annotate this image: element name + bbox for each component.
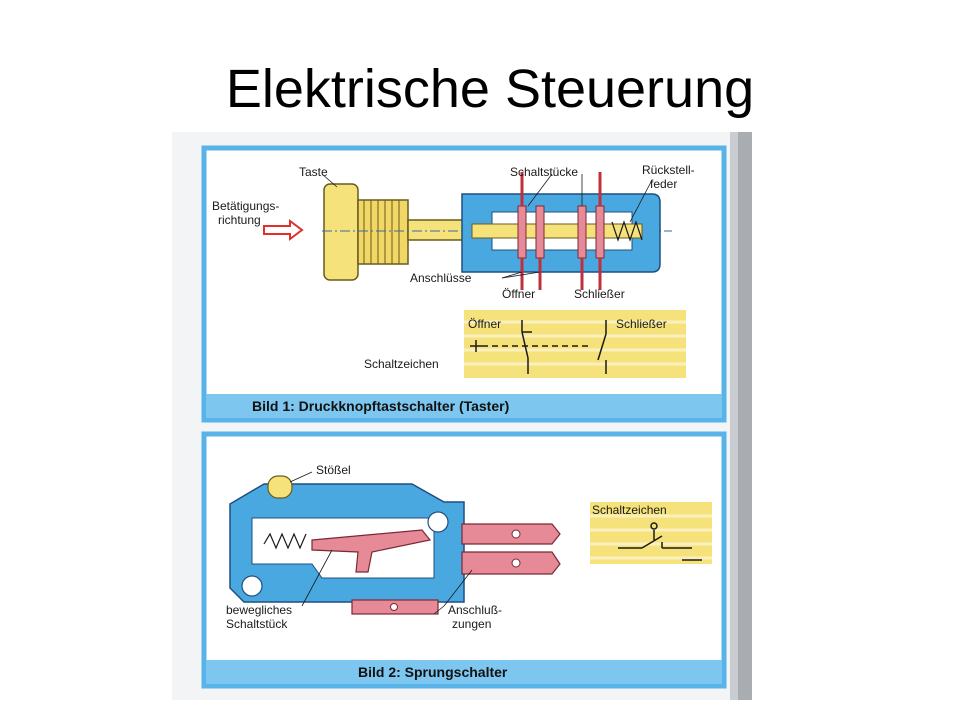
moving-contact xyxy=(311,529,432,573)
label-schaltzeichen-2: Schaltzeichen xyxy=(592,503,667,517)
figure-2: Bild 2: Sprungschalter xyxy=(201,431,727,689)
figure-2-caption-bar xyxy=(206,660,722,684)
label-anschluesse: Anschlüsse xyxy=(410,271,472,285)
label-schaltzeichen-1: Schaltzeichen xyxy=(364,357,439,371)
figure-1-caption-bar xyxy=(206,394,722,418)
symbol-label-oeffner: Öffner xyxy=(468,317,501,331)
label-beweglich-1: bewegliches xyxy=(226,603,292,617)
figure-1-caption: Bild 1: Druckknopftastschalter (Taster) xyxy=(252,398,509,414)
symbol-label-schliesser: Schließer xyxy=(616,317,667,331)
label-rueckstell-1: Rückstell- xyxy=(642,163,695,177)
push-button xyxy=(323,183,475,281)
snap-switch-symbol xyxy=(618,522,702,561)
actuation-arrow-icon xyxy=(263,219,304,241)
label-schliesser: Schließer xyxy=(574,287,625,301)
figure-1: Bild 1: Druckknopftastschalter (Taster) xyxy=(201,145,727,423)
label-betaetigung-2: richtung xyxy=(218,213,261,227)
label-betaetigung-1: Betätigungs- xyxy=(212,199,279,213)
symbol-box-2: Schaltzeichen xyxy=(590,502,712,564)
label-oeffner: Öffner xyxy=(502,287,535,301)
label-taste: Taste xyxy=(299,165,328,179)
label-schaltstuecke: Schaltstücke xyxy=(510,165,578,179)
label-rueckstell-2: feder xyxy=(650,177,677,191)
label-anschluss-1: Anschluß- xyxy=(448,603,502,617)
slide-title: Elektrische Steuerung xyxy=(225,59,755,119)
figure-2-caption: Bild 2: Sprungschalter xyxy=(358,664,508,680)
label-beweglich-2: Schaltstück xyxy=(226,617,288,631)
nc-no-contact-symbol xyxy=(470,320,607,374)
snap-spring-icon xyxy=(263,532,307,550)
switch-housing xyxy=(461,172,661,290)
symbol-box-1: Öffner Schließer xyxy=(464,310,686,378)
snap-switch-housing xyxy=(229,475,561,615)
textbook-scan: Bild 1: Druckknopftastschalter (Taster) xyxy=(172,132,752,700)
label-anschluss-2: zungen xyxy=(452,617,491,631)
return-spring-icon xyxy=(611,220,643,242)
plunger xyxy=(267,475,293,499)
label-stoessel: Stößel xyxy=(316,463,351,477)
